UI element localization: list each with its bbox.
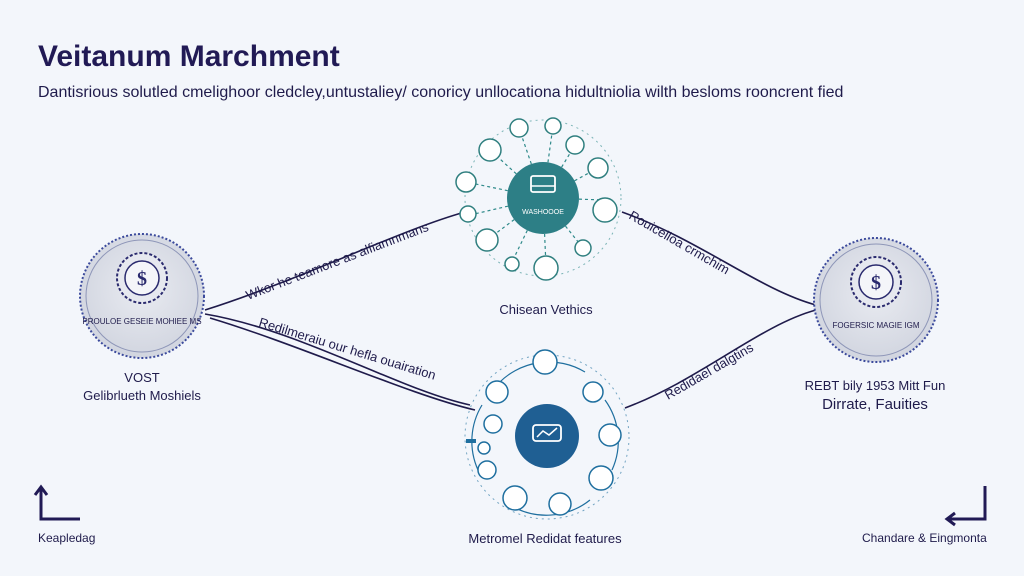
- bottom-hub-center: [515, 404, 579, 468]
- left-badge-text: PROULOE GESEIE MOHIEE MS: [82, 317, 201, 326]
- shield-icon: [459, 205, 477, 223]
- connector-label-right-top: Rouicelloa crmchim: [627, 208, 733, 278]
- connector-lines: [204, 211, 817, 411]
- chart-icon: [598, 423, 622, 447]
- leaf-icon: [504, 256, 520, 272]
- wallet-icon: [475, 228, 499, 252]
- chart-icon: [544, 117, 562, 135]
- page-title: Veitanum Marchment: [38, 40, 340, 73]
- corner-return-icon-right[interactable]: [944, 486, 987, 527]
- document-icon: [532, 349, 558, 375]
- card-icon: [530, 175, 556, 193]
- top-hub-center: [507, 162, 579, 234]
- globe-icon: [485, 380, 509, 404]
- chart-icon: [532, 424, 562, 442]
- leaf-icon: [477, 441, 491, 455]
- connector-left-bottom-2: [209, 317, 476, 411]
- bottom-hub[interactable]: [464, 349, 630, 520]
- briefcase-icon: [477, 460, 497, 480]
- bottom-hub-label: Metromel Redidat features: [468, 531, 622, 546]
- connector-label-right-bottom: Redidael dalgtins: [662, 339, 756, 402]
- left-node-label-top: VOST: [124, 370, 160, 385]
- briefcase-icon: [478, 138, 502, 162]
- corner-return-icon-left[interactable]: [33, 484, 80, 521]
- right-node-badge[interactable]: $ FOGERSIC MAGIE IGM: [813, 237, 939, 363]
- connector-right-top: [621, 211, 817, 306]
- svg-text:$: $: [137, 268, 147, 290]
- shield-icon: [483, 414, 503, 434]
- connector-label-left-top: Wkor he teamore as alfiamnmans: [244, 219, 431, 303]
- coin-icon: [548, 492, 572, 516]
- bell-icon: [574, 239, 592, 257]
- top-hub-center-text: WASHOOOE: [522, 209, 564, 216]
- dollar-seal-icon: $: [850, 256, 902, 308]
- connector-left-bottom: [204, 313, 471, 406]
- right-badge-text: FOGERSIC MAGIE IGM: [832, 321, 919, 330]
- bottom-right-label: Chandare & Eingmonta: [862, 531, 987, 545]
- connector-left-top: [204, 211, 466, 311]
- hub-satellite-icons: [455, 117, 618, 281]
- bottom-left-label: Keapledag: [38, 531, 96, 545]
- top-hub[interactable]: WASHOOOE: [455, 117, 622, 281]
- top-hub-label: Chisean Vethics: [499, 302, 593, 317]
- globe-icon: [455, 171, 477, 193]
- connector-label-left-bottom: Redilmeraiu our hefla ouairation: [257, 315, 438, 383]
- coin-icon: [533, 255, 559, 281]
- document-icon: [509, 118, 529, 138]
- left-node-badge[interactable]: $ PROULOE GESEIE MOHIEE MS: [79, 233, 205, 359]
- left-node-label-bottom: Gelibrlueth Moshiels: [83, 388, 201, 403]
- right-node-label-bottom: Dirrate, Fauities: [822, 396, 928, 413]
- dollar-seal-icon: $: [116, 252, 168, 304]
- connector-right-bottom: [624, 309, 817, 409]
- wallet-icon: [502, 485, 528, 511]
- right-node-label-top: REBT bily 1953 Mitt Fun: [804, 378, 946, 393]
- svg-text:$: $: [871, 272, 881, 294]
- hub-satellite-icons: [477, 349, 622, 516]
- page-subtitle: Dantisrious solutled cmelighoor cledcley…: [38, 84, 844, 101]
- truck-icon: [588, 465, 614, 491]
- bank-icon: [582, 381, 604, 403]
- gear-icon: [592, 197, 618, 223]
- clock-icon: [587, 157, 609, 179]
- screen-icon: [565, 135, 585, 155]
